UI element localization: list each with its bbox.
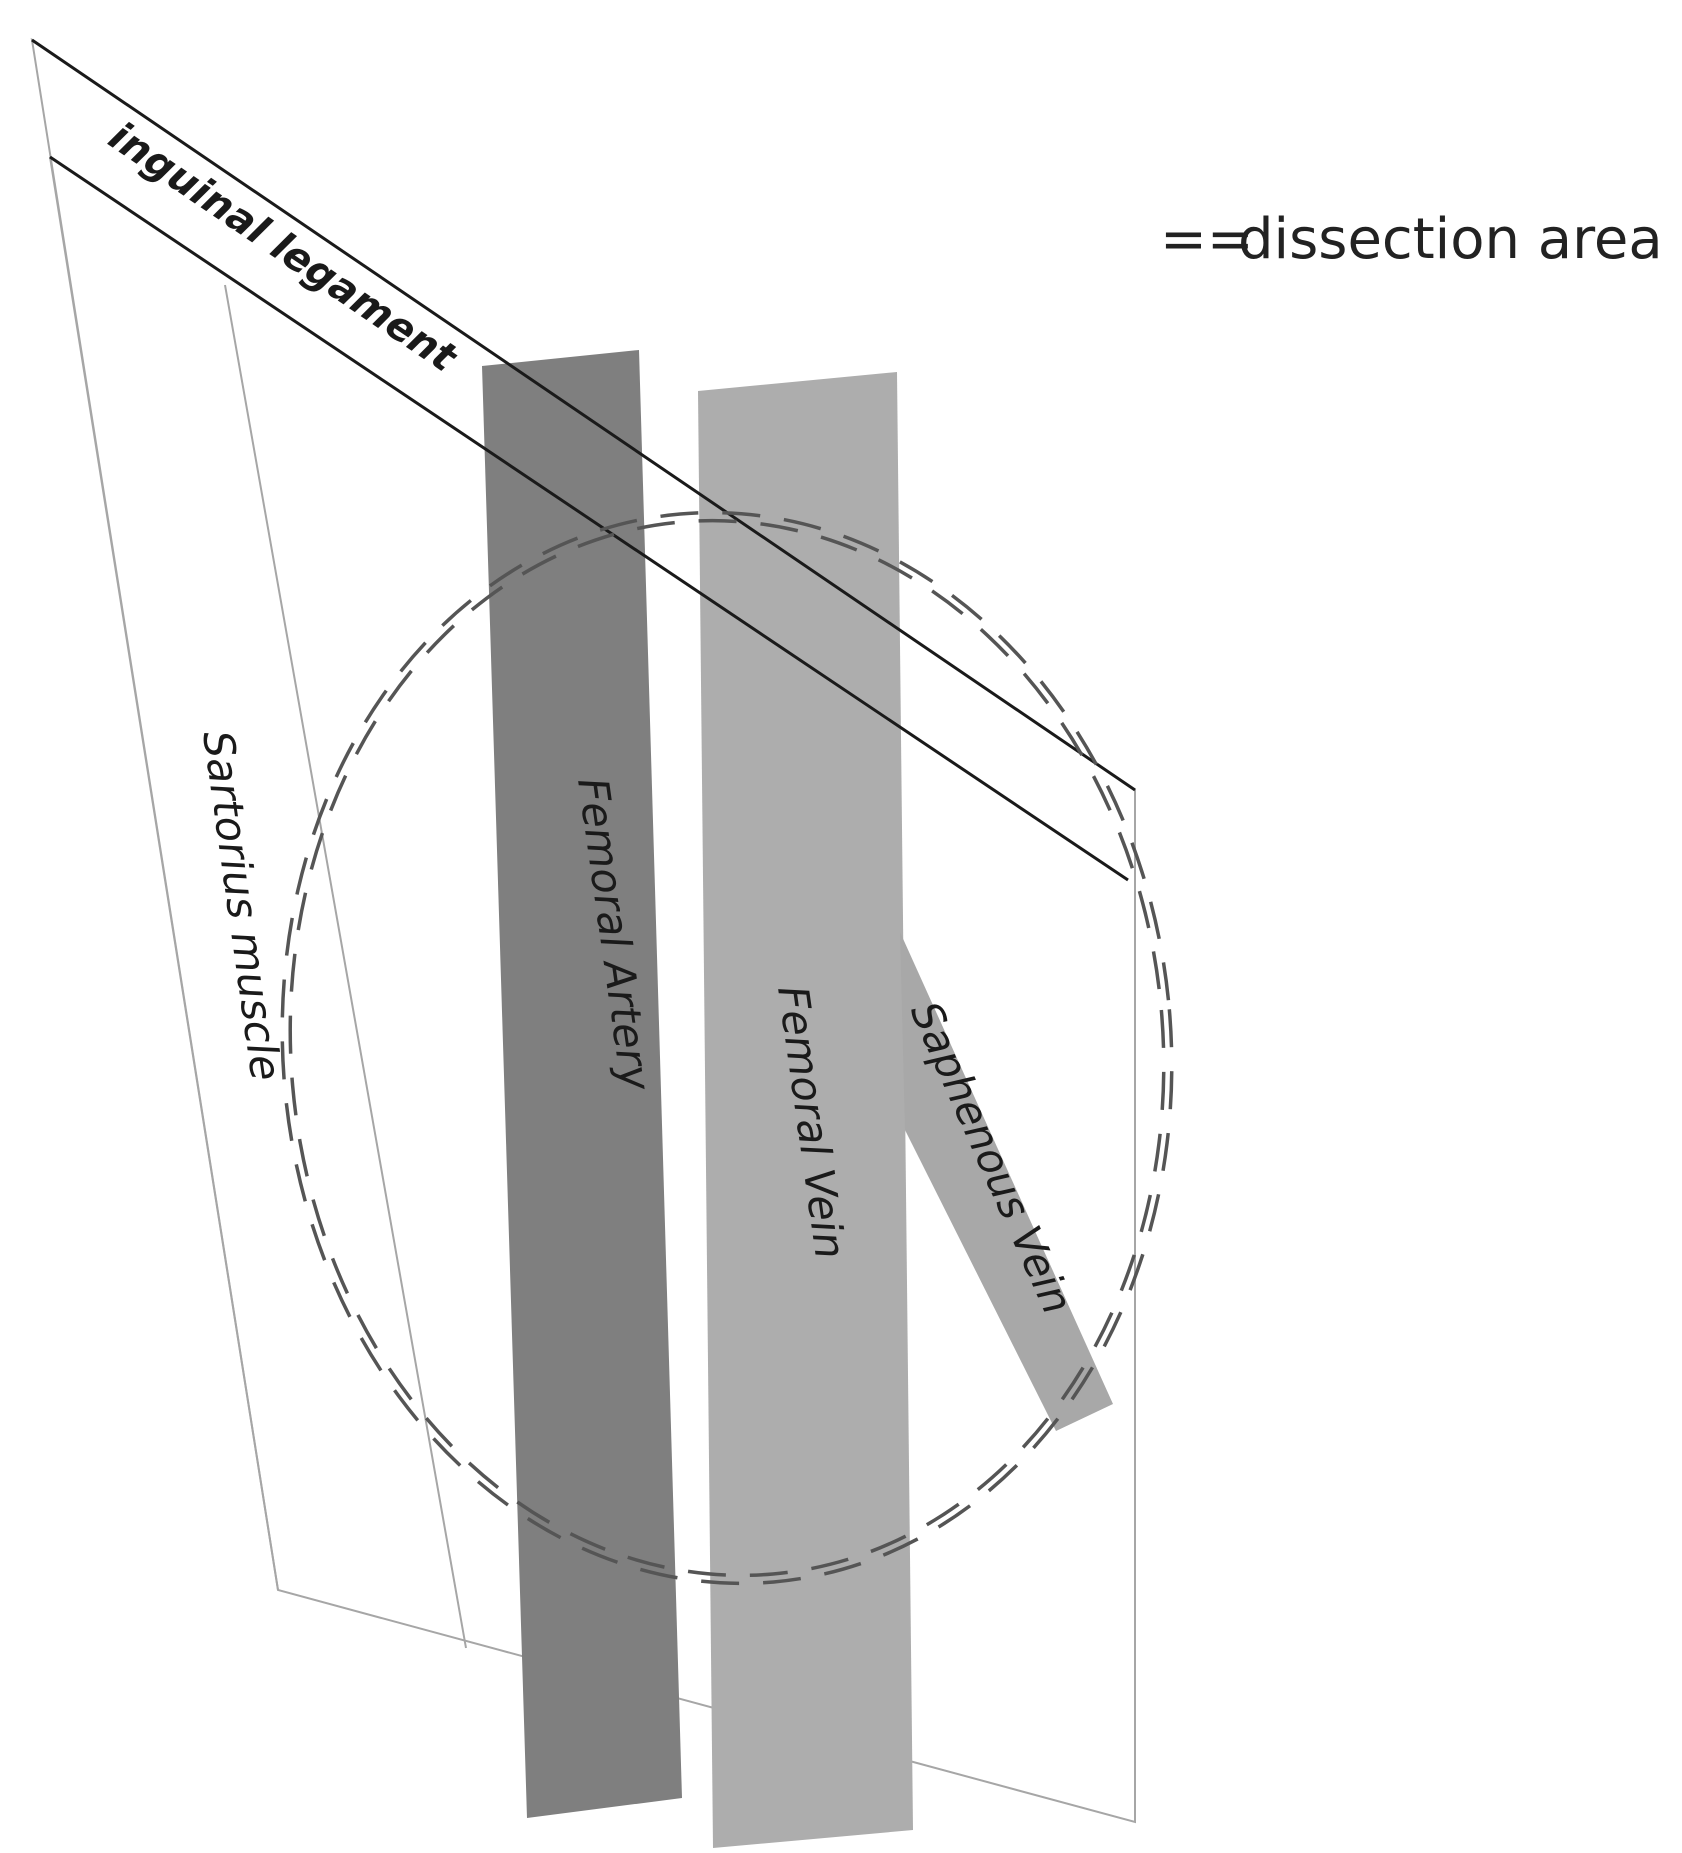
legend-text: dissection area bbox=[1238, 207, 1663, 272]
legend-symbol: == bbox=[1160, 207, 1254, 272]
sartorius-muscle-label: Sartorius muscle bbox=[193, 728, 291, 1084]
femoral-vein bbox=[698, 372, 913, 1848]
saphenous-vein bbox=[900, 932, 1113, 1431]
inguinal-ligament-lower-line bbox=[49, 155, 1129, 882]
femoral-artery bbox=[482, 350, 682, 1818]
outline-left-edge bbox=[49, 156, 279, 1591]
inguinal-ligament-label: inguinal legament bbox=[100, 113, 466, 382]
legend: == dissection area bbox=[1160, 207, 1663, 272]
inguinal-ligament-upper-line bbox=[31, 38, 1136, 792]
dissection-area-outline bbox=[280, 510, 1174, 1586]
sartorius-muscle-boundary bbox=[224, 284, 467, 1649]
